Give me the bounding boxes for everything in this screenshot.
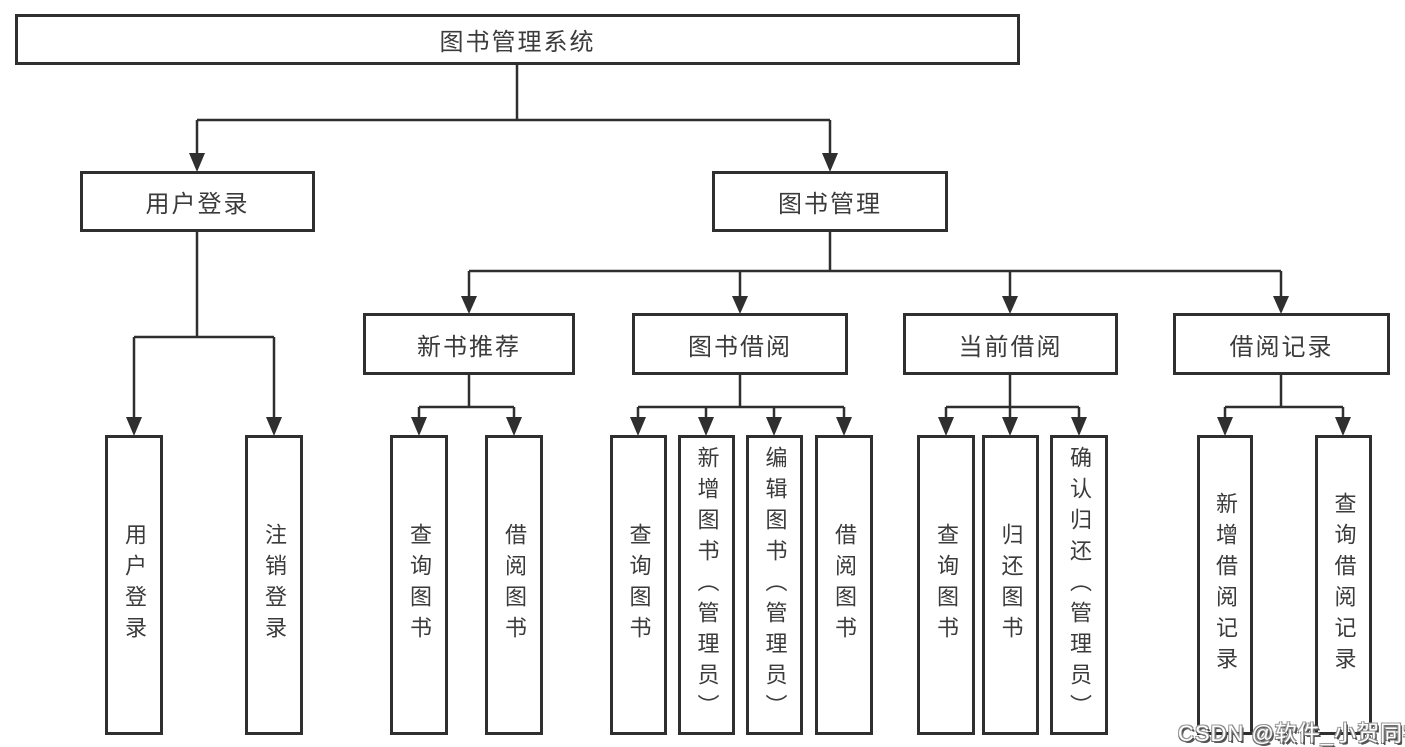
leaf-query-books-current: 查询图书 <box>917 435 975 735</box>
leaf-query-books-recommend: 查询图书 <box>390 435 448 735</box>
csdn-watermark: CSDN @软件_小贺同学 <box>1178 721 1405 746</box>
connector-paths <box>132 65 1345 420</box>
leaf-borrow-books-lending: 借阅图书 <box>815 435 873 735</box>
leaf-query-books-lending: 查询图书 <box>610 435 667 735</box>
leaf-user-login: 用户登录 <box>105 435 163 735</box>
node-new-book-recommend: 新书推荐 <box>363 313 575 375</box>
leaf-edit-books-admin: 编辑图书（管理员） <box>746 435 803 735</box>
leaf-add-lending-record: 新增借阅记录 <box>1197 435 1253 735</box>
leaf-add-books-admin: 新增图书（管理员） <box>678 435 735 735</box>
node-current-lending: 当前借阅 <box>903 313 1118 375</box>
leaf-logout: 注销登录 <box>245 435 303 735</box>
arrowheads <box>126 153 1351 436</box>
leaf-query-lending-record: 查询借阅记录 <box>1315 435 1372 735</box>
leaf-confirm-return-admin: 确认归还（管理员） <box>1050 435 1108 735</box>
leaf-return-books: 归还图书 <box>982 435 1039 735</box>
node-book-lending: 图书借阅 <box>632 313 848 375</box>
leaf-borrow-books-recommend: 借阅图书 <box>485 435 543 735</box>
node-user-login: 用户登录 <box>80 171 315 232</box>
node-book-management: 图书管理 <box>712 171 948 232</box>
node-root-system: 图书管理系统 <box>15 14 1020 65</box>
node-lending-records: 借阅记录 <box>1173 313 1390 375</box>
